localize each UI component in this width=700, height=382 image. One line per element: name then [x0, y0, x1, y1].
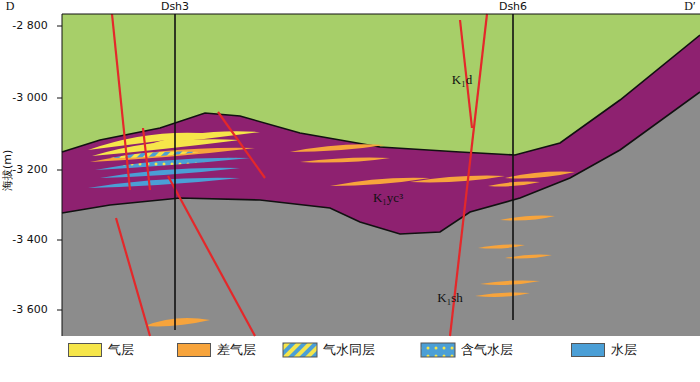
- layer-name: K₁sh: [437, 291, 462, 306]
- legend-text: 差气层: [217, 343, 256, 358]
- legend-text: 气水同层: [323, 343, 375, 358]
- legend-swatch: [177, 343, 211, 357]
- legend-text: 含气水层: [461, 343, 513, 358]
- well-name: Dsh6: [499, 1, 527, 14]
- axis-tick: -3 000: [12, 92, 47, 105]
- layer-name: K₁d: [452, 73, 472, 88]
- legend-swatch: [571, 343, 605, 357]
- legend-text: 水层: [611, 343, 637, 358]
- axis-tick: -3 600: [12, 304, 47, 317]
- layer-name: K₁yc³: [373, 191, 403, 206]
- legend-text: 气层: [108, 343, 134, 358]
- section-end: D′: [684, 0, 695, 14]
- axis-tick: -3 400: [12, 234, 47, 247]
- legend-swatch: [68, 343, 102, 357]
- well-name: Dsh3: [161, 1, 189, 14]
- axis-title: 海拔(m): [3, 149, 16, 190]
- axis-tick: -3 200: [12, 164, 47, 177]
- section-end: D: [6, 0, 15, 14]
- axis-tick: -2 800: [12, 20, 47, 33]
